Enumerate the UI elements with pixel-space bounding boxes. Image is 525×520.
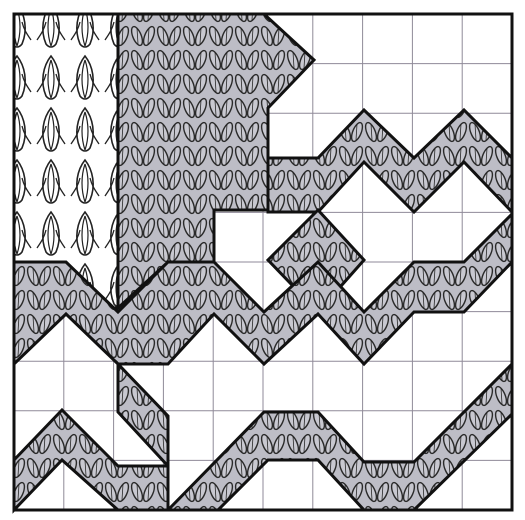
stitch-chart	[0, 0, 525, 520]
